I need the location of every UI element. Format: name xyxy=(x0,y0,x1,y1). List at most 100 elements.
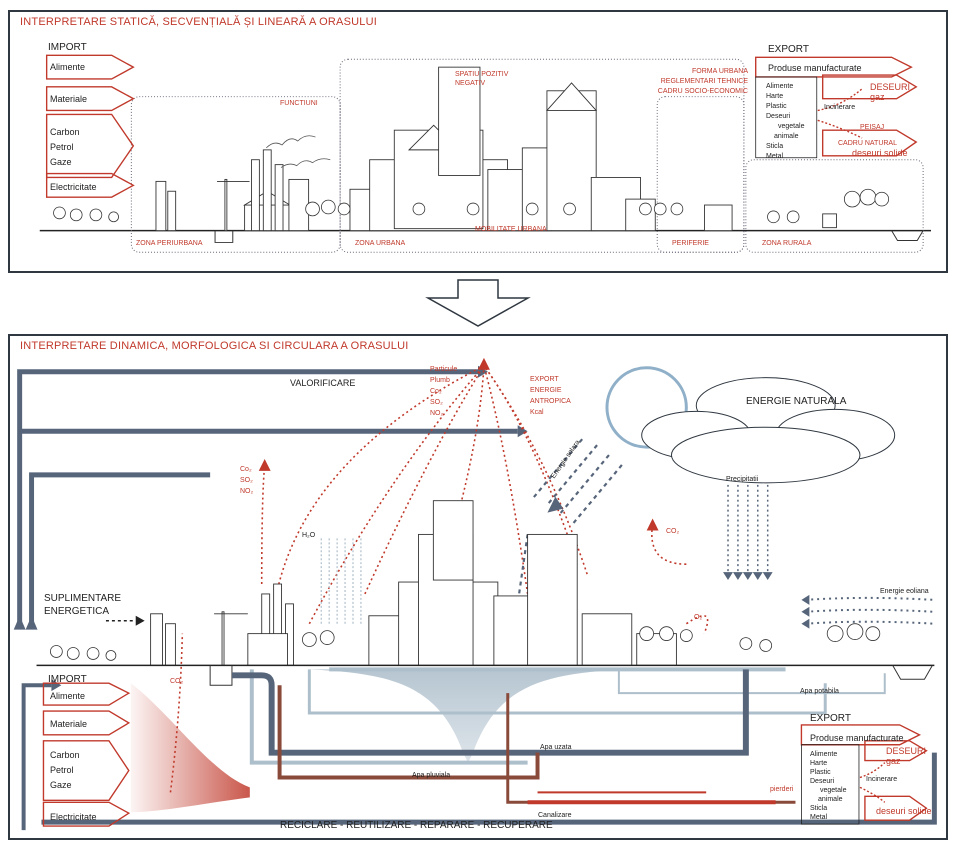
valorificare: VALORIFICARE xyxy=(290,378,356,388)
pollutant: NO₂ xyxy=(430,410,444,417)
deseuri-solide: deseuri solide xyxy=(852,148,908,158)
import-item-materiale: Materiale xyxy=(50,719,88,729)
export-energie-line: EXPORT xyxy=(530,376,559,383)
spatiu: SPATIU POZITIV NEGATIV xyxy=(455,71,509,87)
zona-rurala: ZONA RURALA xyxy=(762,240,812,247)
deseuri-gaz: DESEURI gaz xyxy=(886,746,927,766)
import-item-petrol: Petrol xyxy=(50,142,74,152)
solar-rays xyxy=(516,438,623,605)
co-left: Co₂ SO₂ NO₂ xyxy=(240,464,253,497)
export-energie: EXPORT ENERGIE ANTROPICA Kcal xyxy=(530,374,571,418)
waste-item: Metal xyxy=(766,153,784,160)
export-arrows xyxy=(755,56,918,159)
pierderi: pierderi xyxy=(770,786,794,793)
waste-item: Sticla xyxy=(810,805,828,812)
waste-item: Plastic xyxy=(810,769,831,776)
skyline xyxy=(150,500,677,666)
waste-item: vegetale xyxy=(820,787,847,794)
water-funnel xyxy=(309,669,627,763)
apa-uzata: Apa uzata xyxy=(540,744,572,751)
recycle-loop xyxy=(41,752,937,825)
periferie: PERIFERIE xyxy=(672,240,709,247)
mobilitate: MOBILITATE URBANA xyxy=(475,226,547,233)
functiuni: FUNCTIUNI xyxy=(280,100,318,107)
import-item-carbon: Carbon xyxy=(50,750,80,760)
pollutant: Plumb xyxy=(430,377,450,384)
co-left-item: NO₂ xyxy=(240,488,254,495)
import-arrows xyxy=(42,682,131,827)
pollutant: Particule xyxy=(430,366,458,373)
waste-item: animale xyxy=(818,796,843,803)
h2o-label: H₂O xyxy=(302,532,316,539)
waste-item: Deseuri xyxy=(810,778,835,785)
export-top: Produse manufacturate xyxy=(768,63,862,73)
zone-rural-box xyxy=(745,159,924,253)
skyline xyxy=(155,66,837,232)
static-title: INTERPRETARE STATICĂ, SECVENȚIALĂ ȘI LIN… xyxy=(20,16,377,28)
export-energie-line: ANTROPICA xyxy=(530,398,571,405)
waste-item: vegetale xyxy=(778,123,805,130)
waste-list: Alimente Harte Plastic Deseuri vegetale … xyxy=(766,82,824,162)
waste-item: animale xyxy=(774,133,799,140)
trees xyxy=(50,623,881,661)
sun-icon xyxy=(605,366,688,449)
deseuri-solide: deseuri solide xyxy=(876,806,932,816)
reglementari: REGLEMENTARI TEHNICE xyxy=(660,78,748,85)
import-fade xyxy=(130,683,250,813)
wind-lines xyxy=(805,596,935,625)
co2-right: CO₂ xyxy=(666,528,680,535)
import-item-materiale: Materiale xyxy=(50,94,88,104)
energie-eoliana: Energie eoliana xyxy=(880,588,929,595)
incinerare: Incinerare xyxy=(866,776,898,783)
smoke xyxy=(265,135,331,168)
co-left-item: Co₂ xyxy=(240,466,252,473)
import-label: IMPORT xyxy=(48,42,87,53)
import-label: IMPORT xyxy=(48,674,87,685)
waste-item: Metal xyxy=(810,814,828,821)
import-item-carbon: Carbon xyxy=(50,127,80,137)
suplimentare-line: ENERGETICA xyxy=(44,606,110,617)
waste-item: Plastic xyxy=(766,103,787,110)
export-label: EXPORT xyxy=(768,44,809,55)
export-label: EXPORT xyxy=(810,713,851,724)
cadru-socio: CADRU SOCIO-ECONOMIC xyxy=(657,88,748,95)
import-item-petrol: Petrol xyxy=(50,765,74,775)
cadru-natural: CADRU NATURAL xyxy=(838,140,897,147)
co2-ground: CO₂ xyxy=(170,678,184,685)
static-city-diagram xyxy=(39,54,932,253)
waste-item: Harte xyxy=(766,93,784,100)
canalizare: Canalizare xyxy=(538,812,572,819)
apa-pluviala: Apa pluviala xyxy=(412,772,451,779)
static-city-panel: INTERPRETARE STATICĂ, SECVENȚIALĂ ȘI LIN… xyxy=(8,10,948,273)
import-item-electricitate: Electricitate xyxy=(50,812,97,822)
zone-periurban-box xyxy=(130,96,341,253)
bottom-cycle: RECICLARE - REUTILIZARE - REPARARE - REC… xyxy=(280,820,553,831)
export-arrows xyxy=(800,724,928,825)
export-top: Produse manufacturate xyxy=(810,733,904,743)
zona-periurbana: ZONA PERIURBANA xyxy=(136,240,203,247)
waste-item: Harte xyxy=(810,760,828,767)
waste-item: Sticla xyxy=(766,143,784,150)
suplimentare: SUPLIMENTARE ENERGETICA xyxy=(44,592,121,618)
import-item-alimente: Alimente xyxy=(50,691,86,701)
forma-urbana: FORMA URBANA xyxy=(691,68,748,75)
peisaj: PEISAJ xyxy=(860,124,885,131)
dynamic-city-diagram xyxy=(13,357,937,831)
valorificare-loops xyxy=(17,369,518,624)
suplimentare-line: SUPLIMENTARE xyxy=(44,593,122,604)
incinerare: Incinerare xyxy=(824,104,856,111)
dynamic-city-panel: INTERPRETARE DINAMICA, MORFOLOGICA SI CI… xyxy=(8,334,948,840)
waste-item: Alimente xyxy=(766,83,794,90)
import-item-gaze: Gaze xyxy=(50,780,72,790)
import-item-electricitate: Electricitate xyxy=(50,182,97,192)
trees xyxy=(53,188,890,224)
precipitatii: Precipitatii xyxy=(726,476,759,483)
co-left-item: SO₂ xyxy=(240,477,253,484)
export-energie-line: Kcal xyxy=(530,409,544,416)
pollutant: SO₂ xyxy=(430,399,443,406)
deseuri-gaz: DESEURI gaz xyxy=(870,82,911,102)
rain-lines xyxy=(727,484,769,573)
waste-item: Alimente xyxy=(810,751,838,758)
import-item-gaze: Gaze xyxy=(50,157,72,167)
apa-potabila: Apa potabila xyxy=(800,688,839,695)
